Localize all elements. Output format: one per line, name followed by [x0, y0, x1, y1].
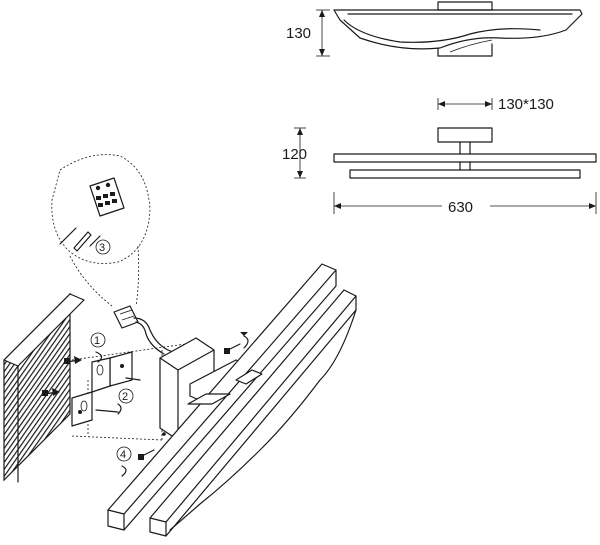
step-1-marker: [90, 332, 106, 348]
wall: [3, 292, 85, 483]
screw-icon: [138, 449, 155, 460]
dim-width: 630: [448, 199, 473, 216]
step-4-label: 4: [120, 449, 126, 461]
terminal-block-icon: [89, 177, 125, 217]
step-1-label: 1: [94, 335, 100, 347]
side-profile-view: 130: [286, 1, 583, 57]
terminal-detail-callout: 3: [51, 154, 151, 307]
bracket-upper: [109, 351, 133, 387]
dim-base-size: 130*130: [498, 96, 554, 113]
screw-icon: [224, 332, 249, 354]
dim-height-top: 130: [286, 25, 311, 42]
lamp-top-bar: [333, 9, 583, 50]
lamp-body: [107, 263, 357, 537]
dim-height-front: 120: [282, 146, 307, 163]
front-view: 130*130 120 630: [282, 96, 597, 216]
anchor-arrow-icon: [42, 388, 60, 396]
anchor-arrow-icon: [64, 356, 82, 364]
lamp-diffuser-curve: [169, 309, 357, 531]
step-2-label: 2: [122, 391, 128, 403]
step-3-marker: [95, 239, 111, 255]
ceiling-plate-top: [437, 1, 493, 11]
step-2-marker: [118, 388, 134, 404]
terminal-connector-icon: [113, 305, 139, 329]
front-upper-bar: [333, 153, 597, 163]
bracket-lower: [71, 391, 93, 427]
step-4-marker: [116, 446, 132, 462]
wire-connector: [113, 305, 183, 355]
step-3-label: 3: [99, 242, 105, 254]
ceiling-base: [437, 127, 493, 143]
detail-circle: [51, 154, 151, 264]
front-lower-bar: [349, 169, 581, 179]
